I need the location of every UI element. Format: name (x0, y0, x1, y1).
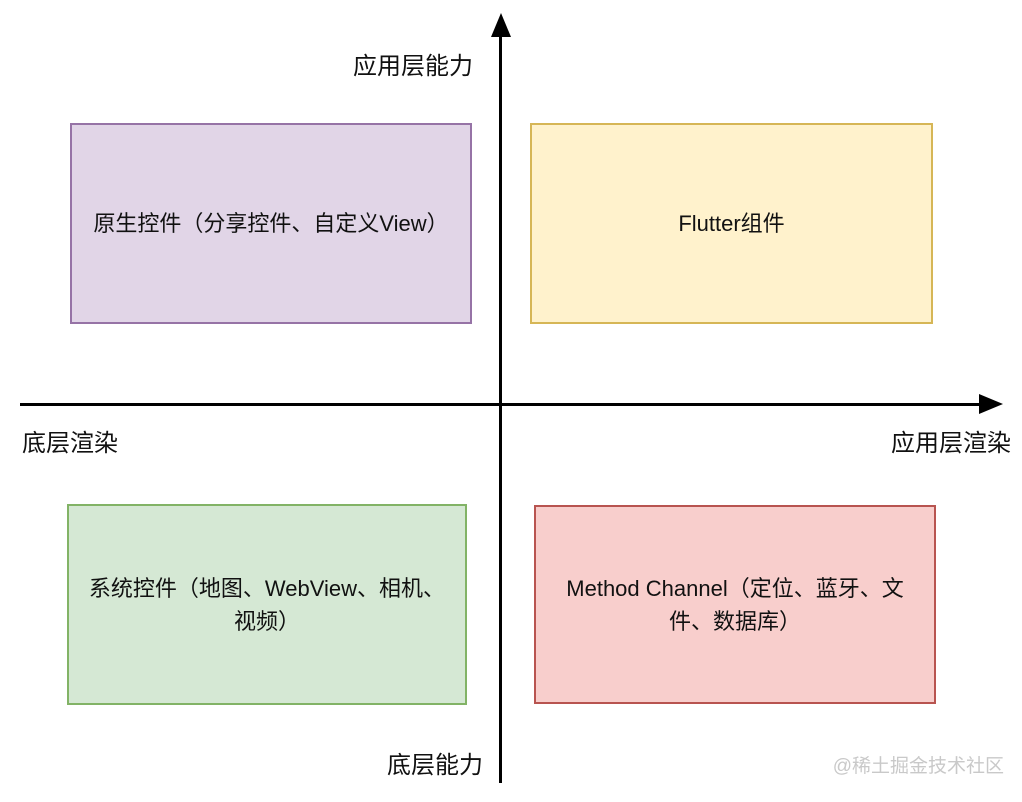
quadrant-box-flutter-widgets: Flutter组件 (530, 123, 933, 324)
quadrant-label-line: 视频） (233, 608, 300, 634)
quadrant-label-line: Method Channel（定位、蓝牙、文 (566, 575, 904, 601)
quadrant-box-method-channel: Method Channel（定位、蓝牙、文 件、数据库） (534, 505, 936, 704)
quadrant-label-line: 件、数据库） (668, 608, 801, 634)
quadrant-box-system-widgets: 系统控件（地图、WebView、相机、 视频） (67, 504, 467, 705)
x-axis-arrow-right-icon (979, 394, 1003, 414)
y-axis-bottom-label: 底层能力 (387, 752, 483, 779)
quadrant-label-line: 系统控件（地图、WebView、相机、 (88, 575, 446, 601)
watermark: @稀土掘金技术社区 (832, 756, 1004, 777)
y-axis-arrow-up-icon (491, 13, 511, 37)
quadrant-label-line: 原生控件（分享控件、自定义View） (93, 211, 449, 236)
x-axis-line (20, 403, 980, 406)
x-axis-right-label: 应用层渲染 (891, 430, 1011, 457)
y-axis-top-label: 应用层能力 (353, 53, 473, 80)
quadrant-label-line: Flutter组件 (678, 211, 785, 236)
quadrant-box-native-widgets: 原生控件（分享控件、自定义View） (70, 123, 472, 324)
x-axis-left-label: 底层渲染 (22, 430, 118, 457)
